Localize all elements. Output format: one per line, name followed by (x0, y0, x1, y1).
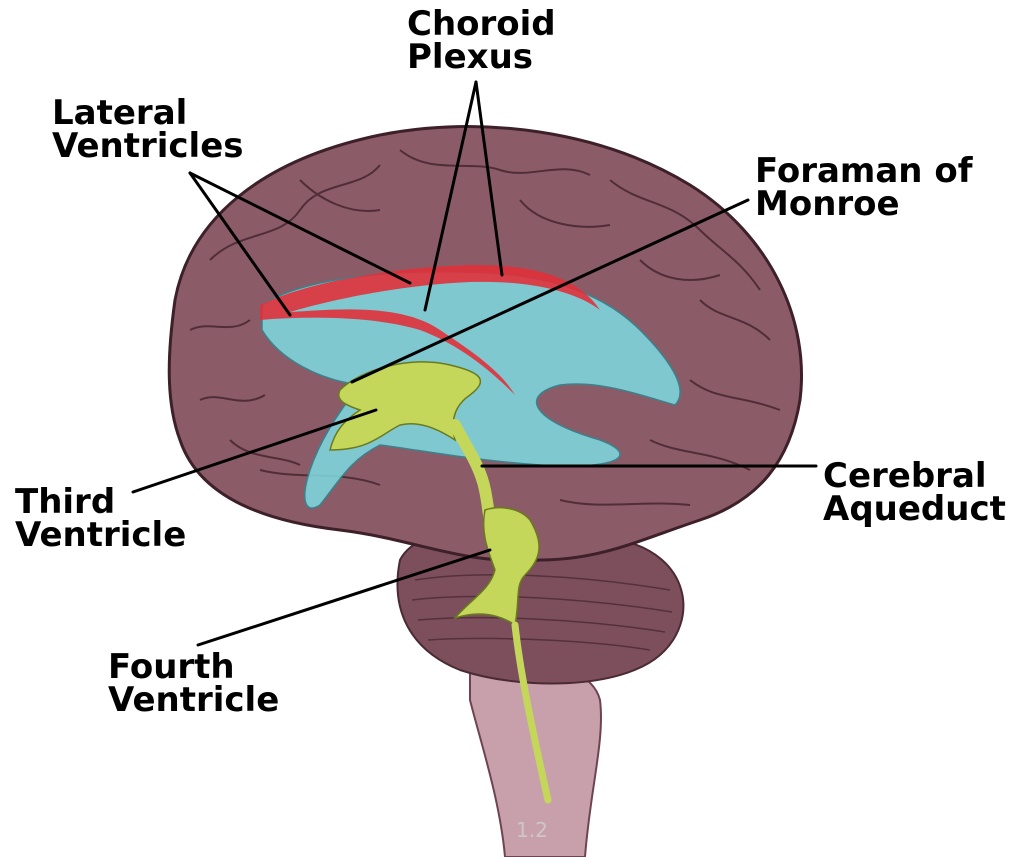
label-choroid-plexus: Choroid Plexus (407, 8, 556, 74)
label-foramen-line-2: Monroe (755, 188, 972, 221)
label-third-line-2: Ventricle (15, 519, 186, 552)
figure-number: 1.2 (516, 818, 548, 842)
label-cerebral-line-2: Aqueduct (823, 493, 1006, 526)
label-fourth-ventricle: Fourth Ventricle (108, 651, 279, 717)
label-third-ventricle: Third Ventricle (15, 486, 186, 552)
label-choroid-line-2: Plexus (407, 41, 556, 74)
label-foramen-of-monroe: Foraman of Monroe (755, 155, 972, 221)
label-cerebral-aqueduct: Cerebral Aqueduct (823, 460, 1006, 526)
label-fourth-line-2: Ventricle (108, 684, 279, 717)
label-lateral-line-2: Ventricles (52, 130, 244, 163)
label-lateral-ventricles: Lateral Ventricles (52, 97, 244, 163)
